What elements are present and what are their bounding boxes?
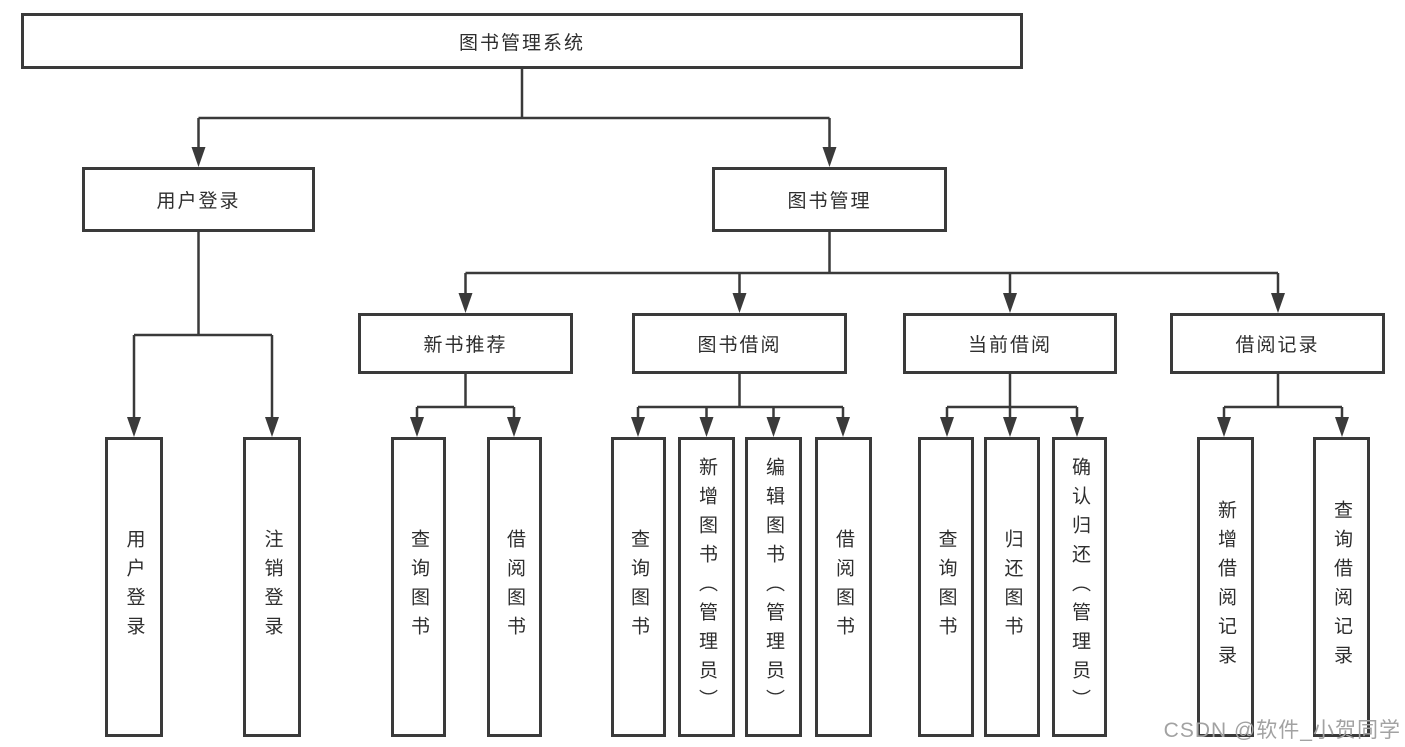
node-label: 借阅记录 bbox=[1235, 335, 1320, 356]
leaf-label: 借阅图书 bbox=[833, 529, 854, 645]
leaf-label: 新增借阅记录 bbox=[1215, 500, 1236, 674]
node-label: 新书推荐 bbox=[423, 335, 508, 356]
leaf-label: 查询图书 bbox=[935, 529, 957, 645]
leaf-return-book: 归还图书 bbox=[984, 437, 1040, 737]
leaf-logout-login: 注销登录 bbox=[243, 437, 301, 737]
leaf-query-book-borrow: 查询图书 bbox=[611, 437, 666, 737]
leaf-label: 归还图书 bbox=[1001, 529, 1023, 645]
leaf-confirm-return-admin: 确认归还（管理员） bbox=[1052, 437, 1107, 737]
leaf-add-book-admin: 新增图书（管理员） bbox=[678, 437, 735, 737]
leaf-borrow-book-recommend: 借阅图书 bbox=[487, 437, 542, 737]
leaf-label: 借阅图书 bbox=[504, 529, 525, 645]
node-label: 用户登录 bbox=[156, 191, 241, 212]
node-book-management: 图书管理 bbox=[712, 167, 947, 232]
leaf-borrow-book-borrow: 借阅图书 bbox=[815, 437, 872, 737]
node-current-borrow: 当前借阅 bbox=[903, 313, 1117, 374]
leaf-label: 确认归还（管理员） bbox=[1069, 456, 1090, 718]
node-book-borrow: 图书借阅 bbox=[632, 313, 847, 374]
arrowheads bbox=[127, 147, 1349, 437]
node-borrow-records: 借阅记录 bbox=[1170, 313, 1385, 374]
leaf-query-book-recommend: 查询图书 bbox=[391, 437, 446, 737]
leaf-query-book-current: 查询图书 bbox=[918, 437, 974, 737]
leaf-user-login: 用户登录 bbox=[105, 437, 163, 737]
leaf-label: 新增图书（管理员） bbox=[696, 456, 717, 718]
node-label: 图书借阅 bbox=[697, 335, 782, 356]
leaf-query-borrow-record: 查询借阅记录 bbox=[1313, 437, 1370, 737]
node-library-management-system: 图书管理系统 bbox=[21, 13, 1023, 69]
leaf-label: 查询图书 bbox=[408, 529, 429, 645]
node-user-login: 用户登录 bbox=[82, 167, 315, 232]
node-label: 图书管理 bbox=[787, 191, 872, 212]
csdn-watermark: CSDN @软件_小贺同学 bbox=[1163, 719, 1401, 742]
node-label: 当前借阅 bbox=[967, 335, 1052, 356]
leaf-label: 查询图书 bbox=[628, 529, 649, 645]
leaf-edit-book-admin: 编辑图书（管理员） bbox=[745, 437, 802, 737]
node-new-book-recommend: 新书推荐 bbox=[358, 313, 573, 374]
leaf-label: 编辑图书（管理员） bbox=[763, 456, 784, 718]
leaf-add-borrow-record: 新增借阅记录 bbox=[1197, 437, 1254, 737]
leaf-label: 用户登录 bbox=[123, 529, 145, 645]
leaf-label: 查询借阅记录 bbox=[1331, 500, 1352, 674]
leaf-label: 注销登录 bbox=[261, 529, 283, 645]
node-label: 图书管理系统 bbox=[458, 32, 585, 54]
